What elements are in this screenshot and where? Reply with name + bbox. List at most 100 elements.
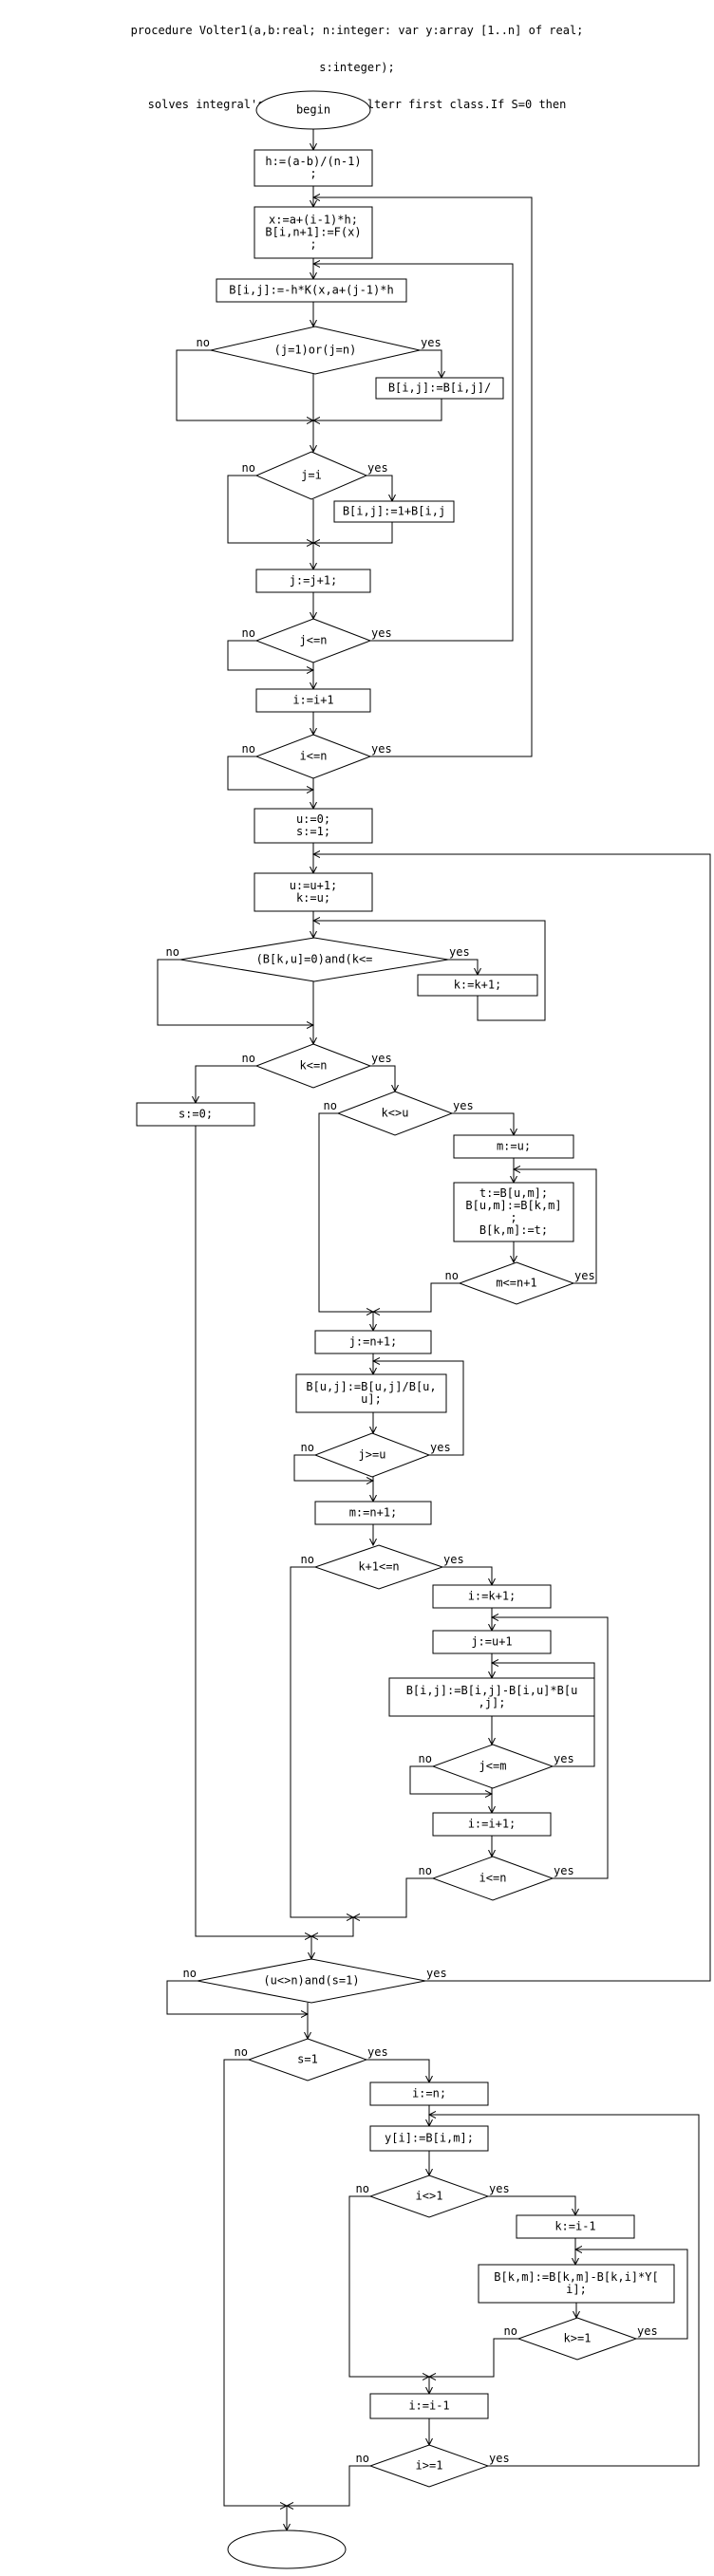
decision-diamond xyxy=(431,1856,554,1901)
node-text: ,j]; xyxy=(479,1696,506,1709)
connector-arrow xyxy=(313,264,514,642)
node-text: i:=i+1 xyxy=(292,694,333,707)
node-idec: i:=i-1 xyxy=(369,2393,489,2419)
node-text: begin xyxy=(296,103,330,117)
connector-arrow xyxy=(448,959,478,975)
node-d5: (B[k,u]=0)and(k<= xyxy=(179,937,449,982)
node-text: j:=j+1; xyxy=(290,574,338,588)
node-u0: u:=0;s:=1; xyxy=(254,808,373,844)
node-text: i:=n; xyxy=(412,2087,446,2100)
node-text: i:=k+1; xyxy=(468,1590,517,1603)
node-text: k:=u; xyxy=(296,891,330,905)
connector-arrow xyxy=(313,522,393,543)
process-box xyxy=(314,1330,432,1354)
node-d13: (u<>n)and(s=1) xyxy=(197,1958,426,2004)
node-text: j:=u+1 xyxy=(471,1635,512,1649)
node-text: m<=n+1 xyxy=(496,1277,536,1290)
yes-label: yes xyxy=(453,1099,474,1112)
node-text: j=i xyxy=(301,469,322,482)
node-ii1: i:=i+1; xyxy=(432,1812,552,1837)
node-bkm: B[k,m]:=B[k,m]-B[k,i]*Y[i]; xyxy=(478,2264,675,2304)
process-box xyxy=(417,974,538,997)
node-text: B[k,m]:=B[k,m]-B[k,i]*Y[ xyxy=(494,2270,658,2284)
node-iinc: i:=i+1 xyxy=(255,688,371,713)
connector-arrow xyxy=(366,2059,429,2082)
connector-arrow xyxy=(166,1980,308,2014)
decision-diamond xyxy=(210,326,421,375)
node-text: i:=i-1 xyxy=(408,2399,449,2413)
node-text: i<=n xyxy=(300,750,328,763)
no-label: no xyxy=(356,2182,369,2195)
connector-arrow xyxy=(196,1065,256,1103)
node-d17: i>=1 xyxy=(368,2444,490,2488)
connector-arrow xyxy=(227,756,313,790)
node-elim: B[i,j]:=B[i,j]-B[i,u]*B[u,j]; xyxy=(388,1677,595,1717)
node-text: k<=n xyxy=(300,1059,328,1073)
terminal-oval xyxy=(255,90,371,130)
node-d8: m<=n+1 xyxy=(458,1261,575,1305)
connector-arrow xyxy=(157,959,313,1025)
yes-label: yes xyxy=(371,742,392,756)
connector-arrow xyxy=(373,1361,464,1456)
node-mn1: m:=n+1; xyxy=(314,1501,432,1525)
node-text: k:=i-1 xyxy=(554,2220,595,2233)
node-text: j<=n xyxy=(300,634,328,647)
decision-diamond xyxy=(458,1261,575,1305)
header-line-2: s:integer); xyxy=(319,61,395,74)
connector-arrow xyxy=(287,2465,370,2506)
process-box xyxy=(453,1134,574,1159)
decision-diamond xyxy=(247,2038,368,2081)
end-terminal xyxy=(227,2529,347,2569)
connector-arrow xyxy=(223,2059,287,2506)
node-d9: j>=u xyxy=(313,1432,431,1478)
connector-arrow xyxy=(575,2249,688,2340)
process-box xyxy=(478,2264,675,2304)
node-text: i>=1 xyxy=(416,2459,443,2473)
node-text: B[i,n+1]:=F(x) xyxy=(265,226,361,239)
no-label: no xyxy=(445,1269,459,1282)
node-text: k+1<=n xyxy=(358,1560,399,1574)
connector-arrow xyxy=(290,1566,353,1917)
decision-diamond xyxy=(336,1091,454,1136)
connector-arrow xyxy=(293,1454,373,1481)
header-line-1: procedure Volter1(a,b:real; n:integer: v… xyxy=(130,24,584,37)
yes-label: yes xyxy=(443,1553,464,1566)
node-yi: y[i]:=B[i,m]; xyxy=(369,2125,489,2152)
process-box xyxy=(369,2081,489,2106)
connector-arrow xyxy=(409,1765,492,1794)
connector-arrow xyxy=(313,921,546,1021)
process-box xyxy=(375,377,504,400)
connector-arrow xyxy=(227,640,313,670)
node-text: u:=0; xyxy=(296,812,330,826)
connector-arrow xyxy=(442,1566,492,1585)
node-d2: j=i xyxy=(254,451,368,500)
node-s0: s:=0; xyxy=(136,1102,255,1127)
connector-arrow xyxy=(313,197,533,757)
node-text: B[u,j]:=B[u,j]/B[u, xyxy=(306,1380,436,1393)
node-bij2: B[i,j]:=B[i,j]/ xyxy=(375,377,504,400)
node-text: B[i,j]:=-h*K(x,a+(j-1)*h xyxy=(229,284,393,297)
node-text: j:=n+1; xyxy=(349,1335,398,1349)
process-box xyxy=(432,1630,552,1654)
process-box xyxy=(295,1373,447,1413)
no-label: no xyxy=(419,1752,432,1765)
decision-diamond xyxy=(254,1043,372,1089)
process-box xyxy=(255,688,371,713)
node-x: x:=a+(i-1)*h;B[i,n+1]:=F(x); xyxy=(254,206,373,259)
node-text: j<=m xyxy=(479,1760,507,1773)
no-label: no xyxy=(197,336,210,349)
no-label: no xyxy=(301,1441,314,1454)
node-text: i<=n xyxy=(479,1872,507,1885)
node-d12: i<=n xyxy=(431,1856,554,1901)
node-d11: j<=m xyxy=(431,1744,554,1789)
node-text: i<>1 xyxy=(416,2190,443,2203)
no-label: no xyxy=(301,1553,314,1566)
no-label: no xyxy=(242,1052,255,1065)
node-begin: begin xyxy=(255,90,371,130)
node-text: B[i,j]:=B[i,j]-B[i,u]*B[u xyxy=(406,1684,578,1697)
process-box xyxy=(453,1182,574,1242)
node-d4: i<=n xyxy=(254,734,372,779)
process-box xyxy=(254,872,373,912)
node-text: (j=1)or(j=n) xyxy=(274,344,357,357)
